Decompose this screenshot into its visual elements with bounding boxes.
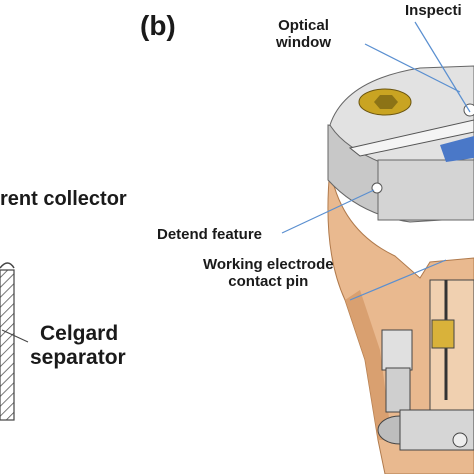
inspection-leader (414, 21, 471, 113)
detend-block (377, 159, 474, 221)
cell-assembly (327, 65, 474, 474)
bottom-bolt (452, 432, 468, 448)
celgard-separator-label: Celgard separator (30, 322, 126, 370)
optical-label-line1: Optical (278, 17, 329, 34)
detend-feature-label: Detend feature (157, 226, 263, 243)
working-electrode-label: Working electrode contact pin (203, 256, 334, 291)
optical-window-slot (348, 119, 474, 157)
working-electrode-leader (349, 259, 447, 301)
detend-leader (281, 189, 375, 234)
fitting-left-base (385, 367, 411, 413)
current-collector-label: rent collector (0, 188, 127, 210)
optical-label-line2: window (276, 34, 331, 52)
celgard-label-line2: separator (30, 346, 126, 370)
celgard-label-line1: Celgard (40, 322, 119, 345)
optical-window-glass (440, 136, 474, 162)
bottom-housing (399, 409, 474, 451)
current-collector-curve (0, 262, 15, 269)
detend-hole (371, 182, 383, 194)
leader-lines (281, 21, 471, 301)
pin-coupler (431, 319, 455, 349)
hatched-layer (0, 269, 15, 421)
separator-cross-section (0, 262, 29, 421)
working-label-line1: Working electrode (203, 256, 334, 273)
optical-window-label: Optical window (276, 17, 331, 52)
orange-body-shade (345, 290, 392, 440)
inspection-label: Inspecti (405, 2, 462, 19)
working-label-line2: contact pin (228, 273, 309, 291)
fitting-left (381, 329, 413, 371)
screw-hex (374, 95, 398, 109)
panel-letter: (b) (140, 10, 176, 41)
optical-window-leader (364, 43, 461, 93)
celgard-leader-line (1, 329, 29, 343)
